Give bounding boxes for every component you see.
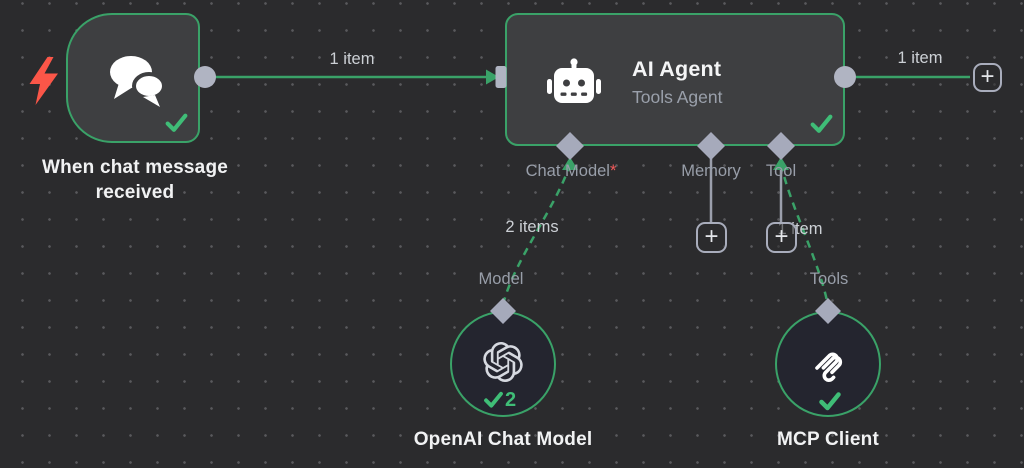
agent-subtitle: Tools Agent bbox=[632, 87, 723, 107]
required-asterisk: * bbox=[609, 162, 617, 180]
chat-bubbles-icon bbox=[110, 56, 166, 107]
trigger-node-label: When chat message received bbox=[41, 157, 229, 204]
agent-node[interactable]: AI Agent Tools Agent bbox=[505, 13, 845, 146]
run-count-badge: 2 bbox=[505, 388, 517, 411]
success-check-icon bbox=[810, 114, 833, 133]
port-label-tool: Tool bbox=[765, 162, 797, 180]
mcp-logo-icon bbox=[815, 352, 843, 382]
port-label-tools: Tools bbox=[809, 270, 849, 288]
run-status bbox=[818, 389, 842, 413]
connection-arrowhead bbox=[486, 69, 499, 85]
port-label-memory: Memory bbox=[681, 162, 741, 180]
success-check-icon bbox=[484, 391, 503, 408]
agent-title: AI Agent bbox=[632, 57, 722, 81]
port-label-chat-model: Chat Model* bbox=[525, 162, 617, 180]
trigger-node[interactable] bbox=[66, 13, 200, 143]
plus-icon: + bbox=[980, 62, 995, 90]
mcp-node[interactable] bbox=[775, 311, 881, 417]
run-status: 2 bbox=[483, 389, 516, 410]
add-tool-button[interactable]: + bbox=[766, 222, 797, 253]
port-label-model: Model bbox=[478, 270, 524, 288]
plus-icon: + bbox=[774, 222, 789, 250]
success-check-icon bbox=[165, 113, 188, 132]
openai-node[interactable]: 2 bbox=[450, 311, 556, 417]
edge-label-trigger-to-agent: 1 item bbox=[329, 50, 375, 68]
robot-icon bbox=[547, 58, 601, 103]
openai-node-label: OpenAI Chat Model bbox=[413, 429, 593, 450]
trigger-bolt-icon bbox=[29, 57, 58, 105]
edge-label-chat-model: 2 items bbox=[505, 218, 559, 236]
edge-label-agent-output: 1 item bbox=[897, 49, 943, 67]
plus-icon: + bbox=[704, 222, 719, 250]
mcp-node-label: MCP Client bbox=[777, 429, 879, 450]
add-next-node-button[interactable]: + bbox=[973, 63, 1002, 92]
add-memory-button[interactable]: + bbox=[696, 222, 727, 253]
openai-logo-icon bbox=[483, 342, 523, 382]
success-check-icon bbox=[819, 392, 841, 411]
